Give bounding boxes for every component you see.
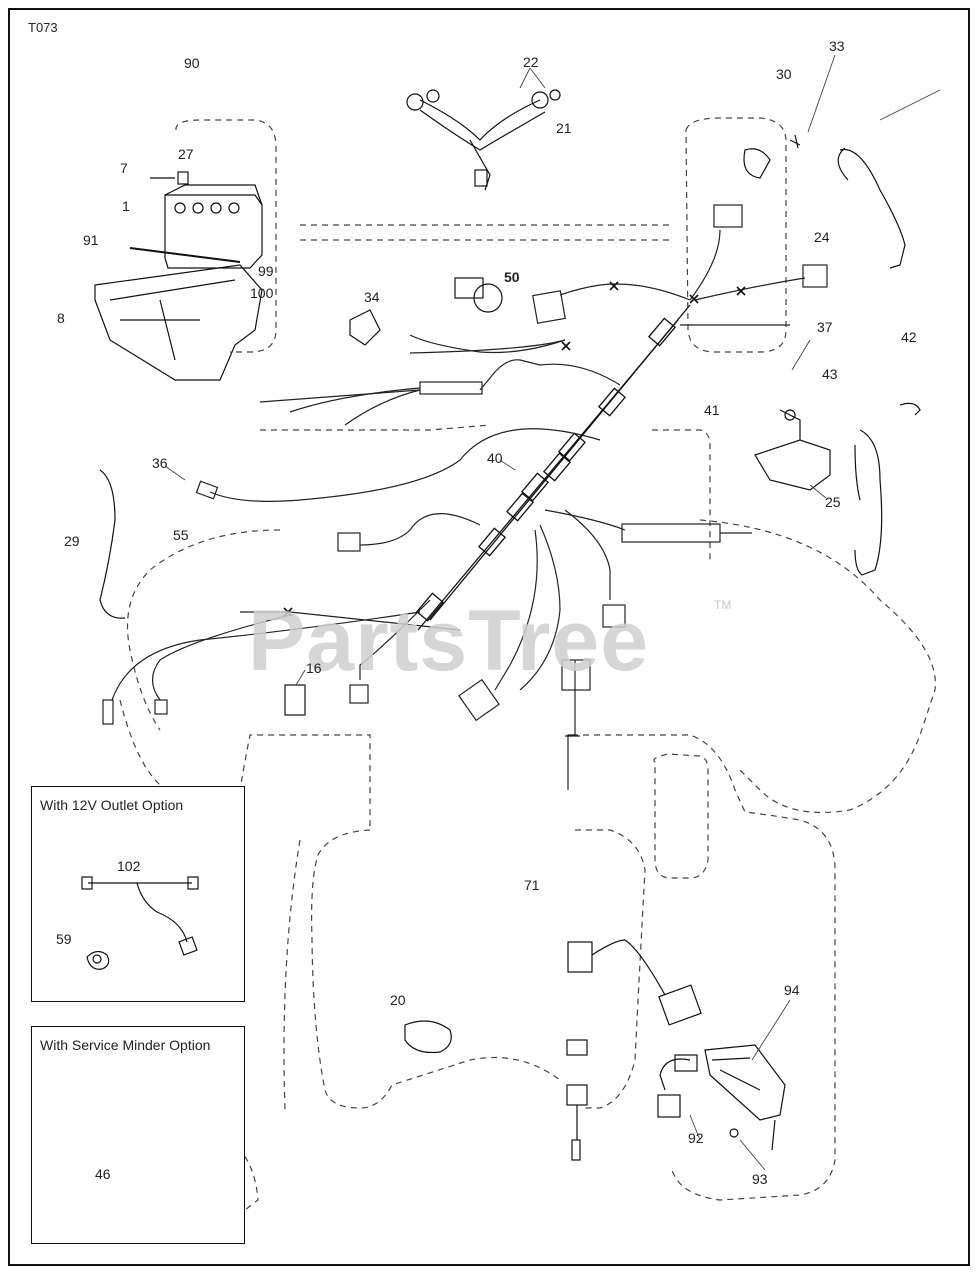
- diagram-frame: [8, 8, 970, 1266]
- option-box-service-minder: With Service Minder Option: [31, 1026, 245, 1244]
- part-label[interactable]: 1: [122, 198, 130, 214]
- part-label[interactable]: 42: [901, 329, 917, 345]
- part-label[interactable]: 27: [178, 146, 194, 162]
- part-label[interactable]: 25: [825, 494, 841, 510]
- part-label[interactable]: 8: [57, 310, 65, 326]
- option-box-title: With Service Minder Option: [40, 1037, 211, 1053]
- part-label[interactable]: 22: [523, 54, 539, 70]
- harness-branches: [102, 204, 828, 790]
- misc-parts: [99, 134, 921, 1161]
- watermark-trademark: TM: [714, 598, 732, 612]
- part-label[interactable]: 16: [306, 660, 322, 676]
- battery-assembly: [94, 171, 263, 381]
- part-label[interactable]: 41: [704, 402, 720, 418]
- part-label[interactable]: 24: [814, 229, 830, 245]
- option-box-title: With 12V Outlet Option: [40, 797, 184, 813]
- diagram-code: T073: [28, 20, 58, 35]
- part-label[interactable]: 90: [184, 55, 200, 71]
- part-label[interactable]: 40: [487, 450, 503, 466]
- part-label[interactable]: 36: [152, 455, 168, 471]
- part-label[interactable]: 71: [524, 877, 540, 893]
- option-box-12v-outlet: With 12V Outlet Option: [31, 786, 245, 1002]
- part-label[interactable]: 37: [817, 319, 833, 335]
- part-label[interactable]: 30: [776, 66, 792, 82]
- part-label[interactable]: 50: [504, 269, 520, 285]
- part-label[interactable]: 91: [83, 232, 99, 248]
- part-label[interactable]: 7: [120, 160, 128, 176]
- part-label[interactable]: 20: [390, 992, 406, 1008]
- part-label[interactable]: 92: [688, 1130, 704, 1146]
- part-label[interactable]: 102: [117, 858, 141, 874]
- part-label[interactable]: 33: [829, 38, 845, 54]
- part-label[interactable]: 43: [822, 366, 838, 382]
- part-label[interactable]: 94: [784, 982, 800, 998]
- part-label[interactable]: 21: [556, 120, 572, 136]
- cut-marks: [283, 281, 746, 617]
- leader-lines: [127, 54, 941, 1171]
- watermark: PartsTree: [248, 593, 650, 689]
- part-label[interactable]: 55: [173, 527, 189, 543]
- headlight-assembly: [406, 89, 561, 191]
- part-label[interactable]: 29: [64, 533, 80, 549]
- main-harness-trunk: [416, 304, 691, 631]
- 12v-outlet-drawing: [81, 876, 199, 970]
- part-label[interactable]: 59: [56, 931, 72, 947]
- part-label[interactable]: 34: [364, 289, 380, 305]
- part-label[interactable]: 100: [250, 285, 274, 301]
- part-label[interactable]: 99: [258, 263, 274, 279]
- part-label[interactable]: 93: [752, 1171, 768, 1187]
- part-label[interactable]: 46: [95, 1166, 111, 1182]
